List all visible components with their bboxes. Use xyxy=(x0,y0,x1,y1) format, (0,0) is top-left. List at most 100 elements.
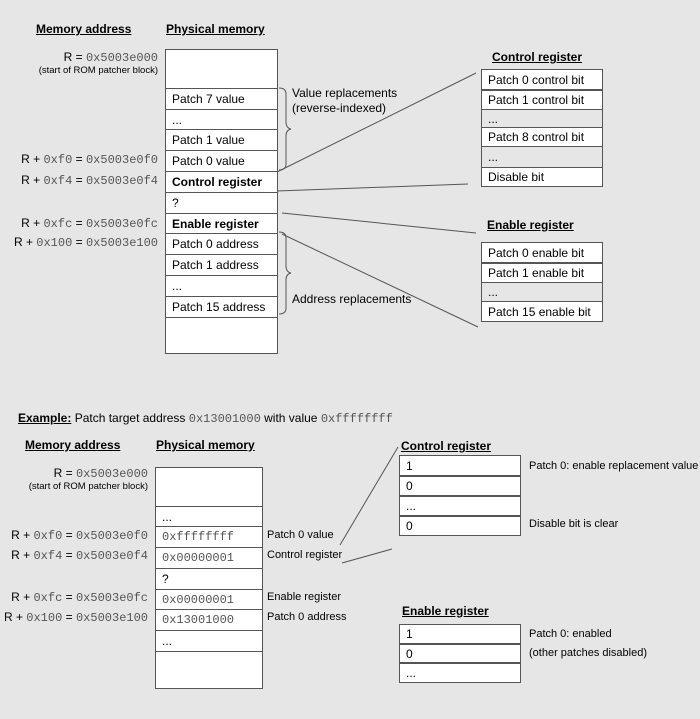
address-100: R + 0x100 = 0x5003e100 xyxy=(14,235,158,250)
control-cell-patch-0: Patch 0 control bit xyxy=(481,69,603,90)
addr-offset: 0xfc xyxy=(43,217,73,231)
enable-register-connector-top xyxy=(281,212,477,234)
example-address-f0: R + 0xf0 = 0x5003e0f0 xyxy=(11,528,148,543)
example-enable-cell-1: 0 xyxy=(399,644,521,663)
control-cell-disable-bit: Disable bit xyxy=(481,167,603,187)
example-physical-memory-header: Physical memory xyxy=(156,438,255,452)
example-value: 0xffffffff xyxy=(320,412,393,426)
example-base-note: (start of ROM patcher block) xyxy=(28,481,148,492)
addr-value: 0x5003e0f0 xyxy=(85,153,158,167)
enable-cell-patch-0: Patch 0 enable bit xyxy=(481,242,603,263)
example-enable-note-0: Patch 0: enabled xyxy=(529,628,612,640)
example-address-100: R + 0x100 = 0x5003e100 xyxy=(4,610,148,625)
control-register-connector-bottom xyxy=(276,183,469,192)
base-note: (start of ROM patcher block) xyxy=(38,65,158,76)
example-text: Patch target address xyxy=(71,411,189,425)
example-control-note-disable: Disable bit is clear xyxy=(529,518,619,530)
physical-memory-header: Physical memory xyxy=(166,22,265,36)
example-cell-control-register: 0x00000001 xyxy=(156,547,262,568)
addr-value: 0x5003e0fc xyxy=(75,591,148,605)
example-cell-blank xyxy=(156,651,262,689)
control-register-header: Control register xyxy=(492,50,583,64)
address-f4: R + 0xf4 = 0x5003e0f4 xyxy=(21,173,158,188)
addr-offset: 0xf4 xyxy=(33,549,63,563)
addr-offset: 0xf0 xyxy=(43,153,73,167)
addr-offset: 0xf4 xyxy=(43,174,73,188)
base-addr-value: 0x5003e000 xyxy=(75,467,148,481)
example-control-cell-ellipsis: ... xyxy=(399,496,521,516)
example-control-cell-disable: 0 xyxy=(399,516,521,536)
memory-cell-enable-register: Enable register xyxy=(166,213,277,233)
enable-cell-patch-15: Patch 15 enable bit xyxy=(481,301,603,322)
example-control-connector-top xyxy=(339,446,399,546)
base-label: R = xyxy=(63,50,86,64)
control-cell-patch-8: Patch 8 control bit xyxy=(481,127,603,147)
addr-eq: = xyxy=(72,216,86,230)
memory-cell-patch-0-value: Patch 0 value xyxy=(166,150,277,171)
value-replacements-sublabel: (reverse-indexed) xyxy=(292,101,387,115)
memory-cell-patch-15-address: Patch 15 address xyxy=(166,296,277,317)
addr-eq: = xyxy=(72,235,86,249)
example-control-cell-1: 0 xyxy=(399,476,521,496)
example-label-enable-register: Enable register xyxy=(267,591,341,603)
example-address-f4: R + 0xf4 = 0x5003e0f4 xyxy=(11,548,148,563)
addr-eq: = xyxy=(62,590,76,604)
example-cell-patch-0-value: 0xffffffff xyxy=(156,526,262,547)
addr-offset: 0xfc xyxy=(33,591,63,605)
example-control-cell-0: 1 xyxy=(399,455,521,476)
example-enable-cell-0: 1 xyxy=(399,624,521,644)
memory-cell-control-register: Control register xyxy=(166,171,277,192)
example-physical-memory-block: ... 0xffffffff 0x00000001 ? 0x00000001 0… xyxy=(155,467,263,689)
memory-cell-blank xyxy=(166,317,277,354)
example-label: Example: xyxy=(18,411,72,425)
base-address: R = 0x5003e000 xyxy=(64,50,158,65)
example-target-address: 0x13001000 xyxy=(188,412,261,426)
addr-prefix: R + xyxy=(21,173,44,187)
memory-cell-patch-1-value: Patch 1 value xyxy=(166,129,277,150)
address-fc: R + 0xfc = 0x5003e0fc xyxy=(21,216,158,231)
addr-value: 0x5003e0f4 xyxy=(85,174,158,188)
value-replacements-brace xyxy=(278,87,292,171)
addr-prefix: R + xyxy=(11,528,34,542)
example-cell-enable-register: 0x00000001 xyxy=(156,589,262,609)
addr-prefix: R + xyxy=(21,216,44,230)
address-f0: R + 0xf0 = 0x5003e0f0 xyxy=(21,152,158,167)
memory-cell-patch-7-value: Patch 7 value xyxy=(166,88,277,109)
memory-cell-ellipsis-2: ... xyxy=(166,275,277,296)
example-cell-ellipsis: ... xyxy=(156,506,262,526)
memory-cell-patch-0-address: Patch 0 address xyxy=(166,233,277,254)
enable-register-header: Enable register xyxy=(487,218,574,232)
addr-prefix: R + xyxy=(21,152,44,166)
memory-address-header: Memory address xyxy=(36,22,132,36)
memory-cell-patch-1-address: Patch 1 address xyxy=(166,254,277,275)
example-label-patch-0-value: Patch 0 value xyxy=(267,529,334,541)
addr-value: 0x5003e0fc xyxy=(85,217,158,231)
addr-prefix: R + xyxy=(3,610,27,624)
example-line: Example: Patch target address 0x13001000… xyxy=(18,411,393,426)
addr-offset: 0x100 xyxy=(36,236,73,250)
example-cell-patch-0-address: 0x13001000 xyxy=(156,609,262,630)
enable-cell-ellipsis: ... xyxy=(481,283,603,301)
example-cell-unknown: ? xyxy=(156,568,262,589)
addr-value: 0x5003e100 xyxy=(75,611,148,625)
example-enable-note-1: (other patches disabled) xyxy=(529,647,648,659)
control-cell-patch-1: Patch 1 control bit xyxy=(481,90,603,110)
example-cell-ellipsis-2: ... xyxy=(156,630,262,651)
addr-prefix: R + xyxy=(11,590,34,604)
addr-value: 0x5003e100 xyxy=(85,236,158,250)
example-control-connector-bottom xyxy=(341,548,393,564)
example-base-address: R = 0x5003e000 xyxy=(54,466,148,481)
example-control-register-header: Control register xyxy=(401,439,492,453)
addr-eq: = xyxy=(72,152,86,166)
address-replacements-label: Address replacements xyxy=(292,292,412,306)
example-control-note-0: Patch 0: enable replacement value xyxy=(529,460,699,472)
example-text-2: with value xyxy=(260,411,321,425)
address-replacements-brace xyxy=(278,231,292,315)
addr-eq: = xyxy=(62,548,76,562)
addr-offset: 0x100 xyxy=(26,611,63,625)
addr-eq: = xyxy=(72,173,86,187)
example-address-fc: R + 0xfc = 0x5003e0fc xyxy=(11,590,148,605)
physical-memory-block: Patch 7 value ... Patch 1 value Patch 0 … xyxy=(165,49,278,354)
memory-cell-ellipsis: ... xyxy=(166,109,277,129)
